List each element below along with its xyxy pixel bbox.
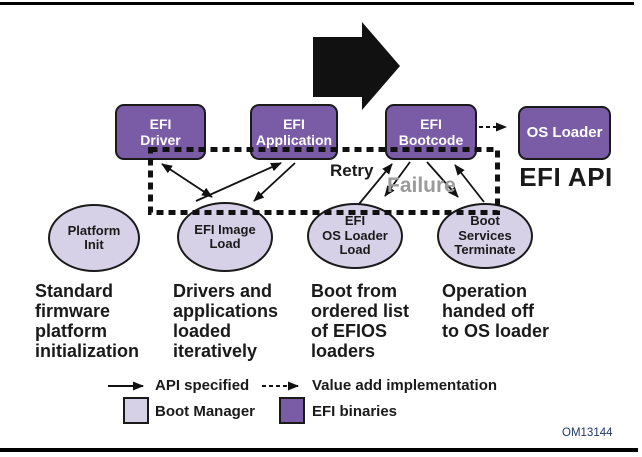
bottom-border-rule [0, 448, 638, 452]
node-efi-os-loader-load: EFI OS Loader Load [307, 203, 403, 269]
legend-value-add-label: Value add implementation [312, 377, 498, 394]
description-os-loader-load: Boot from ordered list of EFIOS loaders [311, 281, 410, 361]
description-platform-init: Standard firmware platform initializatio… [35, 281, 140, 361]
efi-api-label: EFI API [519, 162, 613, 192]
legend-boot-manager-label: Boot Manager [155, 403, 256, 420]
arrow-application-to-imageload [253, 162, 296, 202]
top-border-rule [0, 2, 634, 5]
description-services-terminate: Operation handed off to OS loader [442, 281, 550, 341]
node-platform-init: Platform Init [48, 204, 140, 272]
arrow-imageload-to-application [195, 162, 282, 202]
node-efi-driver: EFI Driver [115, 104, 206, 160]
arrow-driver-imageload [161, 163, 213, 198]
legend-efi-binaries-swatch [279, 397, 305, 424]
node-os-loader: OS Loader [518, 106, 611, 160]
node-efi-image-load: EFI Image Load [177, 202, 273, 272]
figure-id: OM13144 [562, 427, 613, 439]
description-image-load: Drivers and applications loaded iterativ… [173, 281, 279, 361]
legend-api-specified-label: API specified [155, 377, 250, 394]
node-boot-services-terminate: Boot Services Terminate [437, 203, 533, 269]
retry-label: Retry [330, 161, 374, 180]
legend-boot-manager-swatch [123, 397, 149, 424]
legend-efi-binaries-label: EFI binaries [312, 403, 398, 420]
failure-label: Failure [387, 174, 456, 197]
arrow-terminate-to-bootcode [454, 164, 485, 203]
node-efi-bootcode: EFI Bootcode [385, 104, 477, 160]
node-efi-application: EFI Application [250, 104, 338, 160]
flow-direction-arrow-icon [313, 22, 400, 110]
